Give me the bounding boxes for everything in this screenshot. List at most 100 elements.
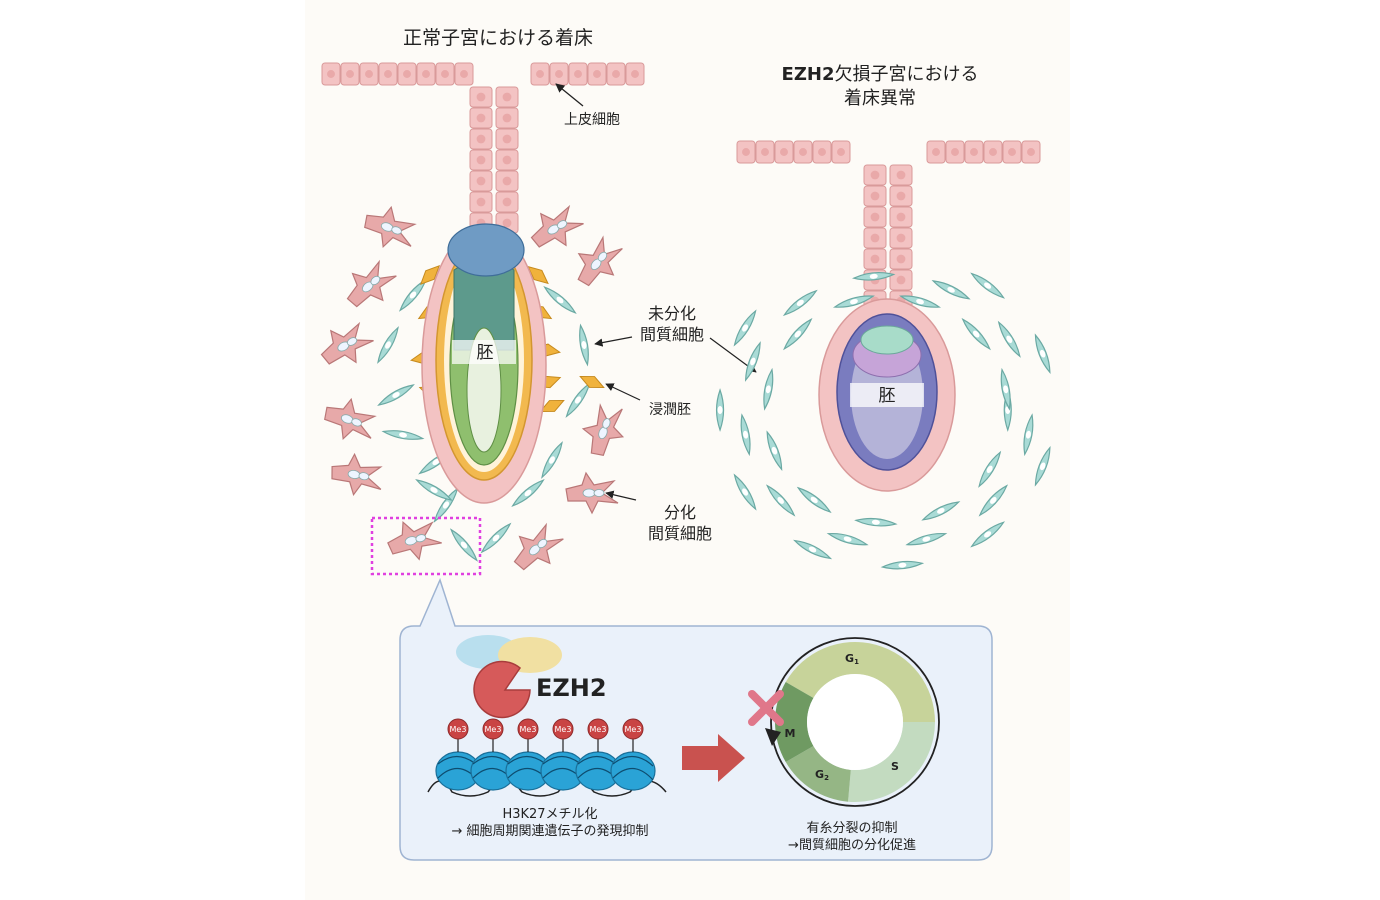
undifferentiated-stromal-cell bbox=[921, 501, 961, 521]
invasive-cell bbox=[419, 264, 441, 286]
undifferentiated-stromal-cell bbox=[377, 326, 399, 364]
differentiated-stromal-cell bbox=[320, 321, 374, 365]
cell-nucleus bbox=[742, 148, 750, 156]
undifferentiated-stromal-cell-nucleus bbox=[392, 392, 400, 398]
undifferentiated-stromal-cell-nucleus bbox=[750, 357, 756, 366]
cycle-arrowhead-icon bbox=[765, 728, 781, 746]
undifferentiated-stromal-cell bbox=[961, 317, 991, 351]
undifferentiated-stromal-cell-nucleus bbox=[984, 282, 992, 289]
undifferentiated-stromal-cell bbox=[733, 309, 757, 347]
undifferentiated-stromal-cell-nucleus bbox=[1006, 335, 1013, 343]
label-diff-line2: 間質細胞 bbox=[648, 524, 712, 543]
ezh2-label: EZH2 bbox=[536, 674, 607, 702]
undifferentiated-stromal-cell-nucleus bbox=[524, 489, 532, 497]
red-arrow-icon bbox=[682, 734, 745, 782]
result-line2: →間質細胞の分化促進 bbox=[788, 838, 916, 853]
undifferentiated-stromal-cell-nucleus bbox=[898, 562, 907, 568]
invasive-cell-body bbox=[419, 264, 441, 286]
label-undiff-line2: 間質細胞 bbox=[640, 325, 704, 344]
nucleosome-wrap bbox=[612, 755, 654, 781]
undifferentiated-stromal-cell bbox=[415, 479, 453, 501]
undifferentiated-stromal-cell bbox=[832, 295, 875, 308]
undifferentiated-stromal-cell-nucleus bbox=[1039, 462, 1046, 471]
differentiated-stromal-cell bbox=[581, 403, 625, 456]
cycle-m-segment bbox=[775, 682, 814, 762]
cell-nucleus bbox=[896, 233, 906, 243]
differentiated-stromal-cell bbox=[387, 520, 442, 561]
cell-nucleus bbox=[403, 70, 411, 78]
ezh2-complex: EZH2 bbox=[456, 635, 607, 719]
undifferentiated-stromal-cell-nucleus bbox=[549, 456, 555, 464]
cell-nucleus bbox=[870, 254, 880, 264]
left-embryo: 胚 bbox=[421, 223, 547, 504]
cell-nucleus bbox=[1008, 148, 1016, 156]
undifferentiated-stromal-cell bbox=[763, 367, 774, 411]
undifferentiated-stromal-cell bbox=[880, 560, 925, 570]
undifferentiated-stromal-cell bbox=[1000, 367, 1011, 411]
undifferentiated-stromal-cell-nucleus bbox=[717, 406, 723, 414]
cell-nucleus bbox=[896, 170, 906, 180]
cycle-g2-label: G2 bbox=[815, 768, 829, 782]
differentiated-stromal-cell-nucleus-2 bbox=[351, 418, 362, 427]
undifferentiated-stromal-cell-nucleus bbox=[430, 487, 438, 493]
cell-nucleus bbox=[870, 191, 880, 201]
undifferentiated-stromal-cell bbox=[793, 539, 833, 560]
label-undiff-line1: 未分化 bbox=[648, 304, 696, 323]
differentiated-stromal-cell-nucleus-2 bbox=[415, 534, 427, 543]
undifferentiated-stromal-cell-nucleus bbox=[984, 531, 992, 538]
cell-nucleus bbox=[502, 113, 512, 123]
cell-nucleus bbox=[1027, 148, 1035, 156]
undifferentiated-stromal-cell bbox=[543, 285, 577, 315]
cycle-g2-segment bbox=[785, 746, 851, 802]
undifferentiated-stromal-cell bbox=[765, 484, 796, 517]
dna-strand bbox=[427, 780, 667, 797]
right-stroma bbox=[715, 271, 1051, 570]
me3-icon bbox=[517, 718, 539, 740]
right-title-line1: EZH2欠損子宮における bbox=[782, 64, 979, 85]
cell-nucleus bbox=[476, 113, 486, 123]
differentiated-stromal-cell bbox=[324, 397, 377, 441]
label-epithelium: 上皮細胞 bbox=[564, 112, 620, 128]
cell-nucleus bbox=[989, 148, 997, 156]
undifferentiated-stromal-cell-nucleus bbox=[771, 446, 778, 455]
differentiated-stromal-cell-nucleus-2 bbox=[391, 226, 402, 235]
cell-nucleus bbox=[870, 212, 880, 222]
right-title-line2: 着床異常 bbox=[844, 88, 916, 109]
label-invasive: 浸潤胚 bbox=[649, 402, 691, 418]
cell-nucleus bbox=[932, 148, 940, 156]
cycle-m-label: M bbox=[785, 727, 796, 740]
invasive-cell-body bbox=[527, 265, 549, 285]
undifferentiated-stromal-cell-nucleus bbox=[937, 508, 945, 514]
undifferentiated-stromal-cell bbox=[783, 317, 813, 351]
cell-nucleus bbox=[384, 70, 392, 78]
cell-nucleus bbox=[818, 148, 826, 156]
cell-nucleus bbox=[555, 70, 563, 78]
cell-nucleus bbox=[536, 70, 544, 78]
cell-nucleus bbox=[612, 70, 620, 78]
invasive-cell bbox=[527, 265, 549, 285]
me3-icon bbox=[447, 718, 469, 740]
undifferentiated-stromal-cell bbox=[715, 388, 725, 432]
nucleosome-icon bbox=[610, 751, 656, 791]
ezh2-pacman-icon bbox=[473, 660, 531, 719]
undifferentiated-stromal-cell-nucleus bbox=[742, 488, 749, 496]
undifferentiated-stromal-cell bbox=[978, 450, 1002, 488]
cell-nucleus bbox=[574, 70, 582, 78]
result-line1: 有糸分裂の抑制 bbox=[806, 821, 897, 836]
cell-nucleus bbox=[441, 70, 449, 78]
undifferentiated-stromal-cell-nucleus bbox=[777, 497, 784, 504]
undifferentiated-stromal-cell bbox=[1034, 445, 1051, 487]
cell-nucleus bbox=[502, 155, 512, 165]
cycle-s-segment bbox=[848, 722, 935, 803]
differentiated-stromal-cell bbox=[513, 522, 564, 571]
differentiated-stromal-cell-nucleus bbox=[582, 488, 596, 498]
undifferentiated-stromal-cell-nucleus bbox=[986, 465, 993, 473]
undifferentiated-stromal-cell-nucleus bbox=[972, 330, 980, 338]
undifferentiated-stromal-cell bbox=[1034, 333, 1051, 375]
undifferentiated-stromal-cell bbox=[970, 521, 1006, 548]
undifferentiated-stromal-cell-nucleus bbox=[432, 458, 440, 466]
cell-nucleus bbox=[476, 197, 486, 207]
undifferentiated-stromal-cell bbox=[733, 473, 757, 511]
undifferentiated-stromal-cell bbox=[744, 341, 761, 382]
